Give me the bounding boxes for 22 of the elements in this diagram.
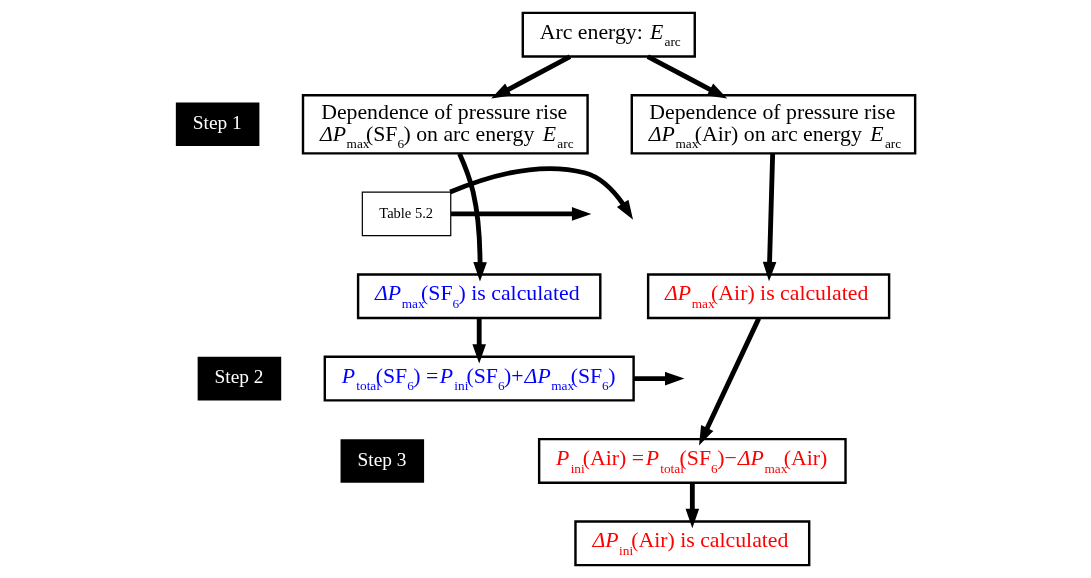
node-box: Table 5.2 [361, 191, 452, 237]
node-box: ΔP$_{max}$(Air) is calculated [646, 273, 891, 320]
label: Step 3 [357, 448, 407, 470]
arrow [699, 317, 761, 446]
arrow [472, 318, 486, 364]
label: Step 1 [192, 111, 242, 133]
node-box: P$_{total}$(SF$_{6}$) =P$_{ini}$(SF$_{6}$)+ΔP$_{max}$(SF$_{6}$) [323, 355, 635, 402]
arrow [633, 371, 685, 386]
arrow [762, 153, 777, 282]
node-box: ΔP$_{max}$(SF$_{6}$) is calculated [356, 273, 602, 320]
node-box: P$_{ini}$(Air) =P$_{total}$(SF$_{6}$)−ΔP$_{max}$(Air) [537, 437, 847, 484]
node-box: Arc energy: E$_{arc}$ [521, 11, 696, 58]
arrow [457, 152, 487, 282]
arrow [449, 166, 634, 220]
node-box: Dependence of pressure rise ΔP$_{max}$(SF$_{6}$) on arc energy E$_{arc}$ [301, 94, 589, 155]
label: Step 2 [214, 366, 264, 388]
arrow [451, 207, 592, 221]
arrow [685, 483, 700, 529]
arrow [646, 54, 728, 99]
node-box: Dependence of pressure rise ΔP$_{max}$(Air) on arc energy E$_{arc}$ [630, 94, 917, 155]
node-box: ΔP$_{ini}$(Air) is calculated [574, 520, 811, 567]
arrow [491, 54, 572, 99]
